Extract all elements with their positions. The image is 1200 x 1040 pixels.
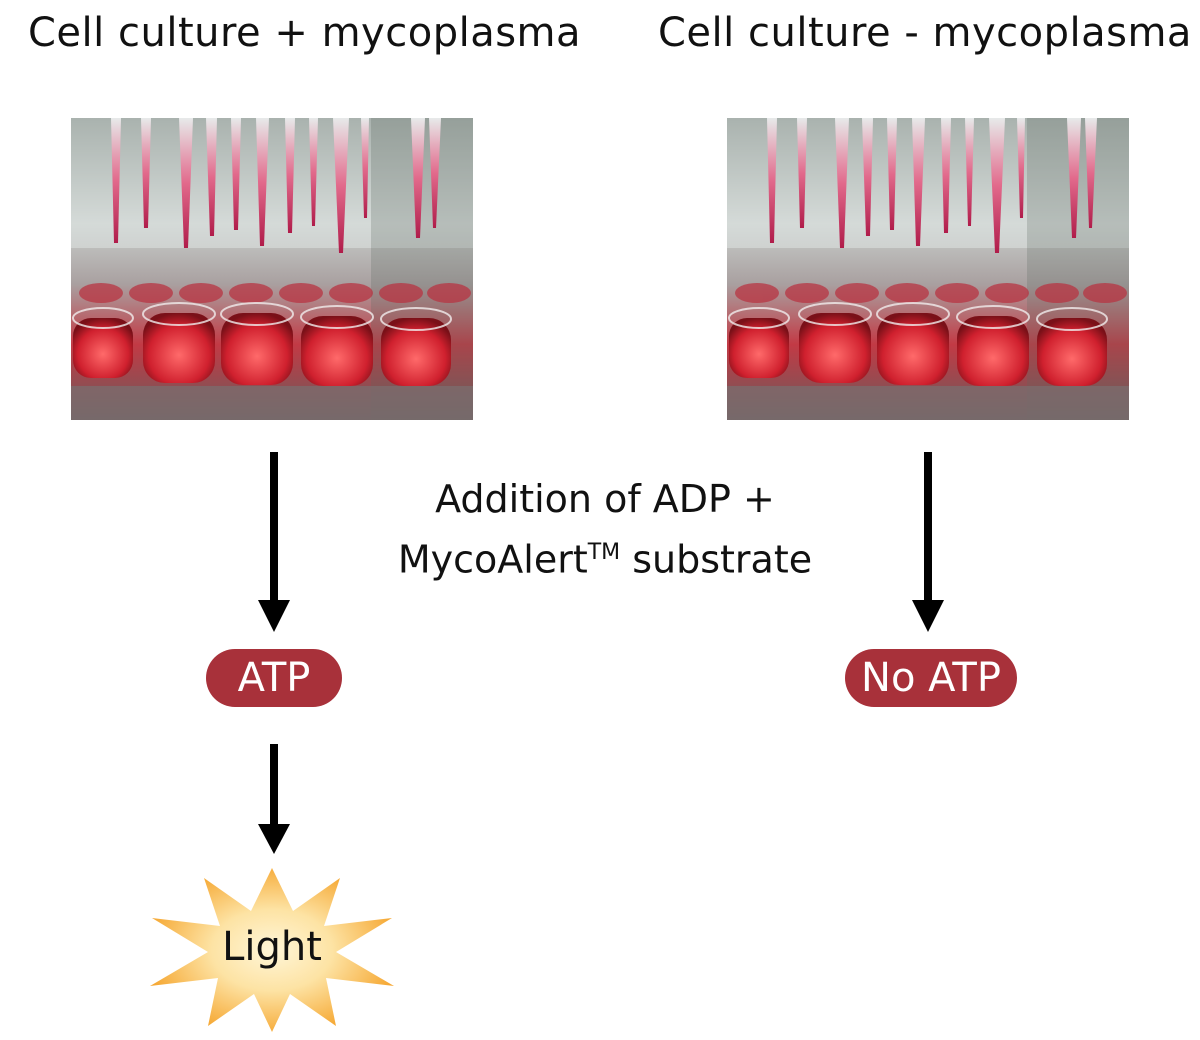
trademark-mark: TM — [587, 540, 621, 565]
microplate-photo-left — [71, 118, 473, 420]
atp-badge: ATP — [206, 649, 342, 707]
reagent-substrate: substrate — [620, 537, 813, 582]
microplate-photo-right — [727, 118, 1129, 420]
reagent-line-2: MycoAlertTM substrate — [380, 526, 830, 587]
arrow-left-to-atp — [258, 452, 290, 632]
light-burst-icon — [150, 868, 394, 1032]
reagent-addition-label: Addition of ADP + MycoAlertTM substrate — [380, 472, 830, 587]
title-without-mycoplasma: Cell culture - mycoplasma — [658, 10, 1192, 56]
reagent-name: MycoAlert — [397, 537, 588, 582]
arrow-right-to-no-atp — [912, 452, 944, 632]
no-atp-badge: No ATP — [845, 649, 1017, 707]
light-label: Light — [222, 924, 322, 970]
title-with-mycoplasma: Cell culture + mycoplasma — [28, 10, 582, 56]
reagent-line-1: Addition of ADP + — [435, 477, 775, 521]
arrow-atp-to-light — [258, 744, 290, 854]
